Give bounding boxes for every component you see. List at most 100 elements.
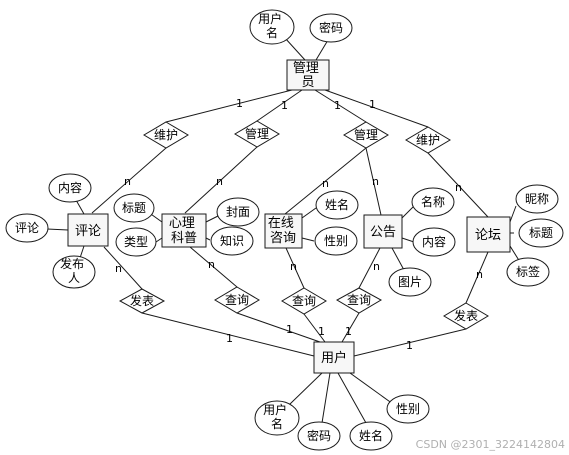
edge-maintain-comment	[91, 147, 167, 214]
attr-forum-title: 标题	[518, 218, 564, 248]
entity-admin[interactable]: 管理 员	[286, 59, 330, 91]
attr-forum-title-label: 标题	[529, 226, 553, 240]
attr-psych-cover-ellipse	[216, 197, 260, 227]
card-publish-user-right-1: 1	[406, 339, 413, 352]
entity-comment-box	[67, 213, 109, 247]
card-consult-query-n: n	[290, 260, 297, 273]
attr-forum-tag-label: 标签	[516, 264, 540, 279]
edge-admin-maintain-forum	[324, 89, 429, 128]
edge-forum-publish	[465, 251, 489, 304]
edge-user-username	[289, 372, 323, 405]
edge-maintain-forum	[427, 152, 489, 218]
rel-manage-psych-label: 管理	[245, 126, 269, 141]
attr-psych-title-ellipse	[113, 193, 155, 223]
attr-user-gender-ellipse	[386, 394, 430, 424]
attr-notice-name-label: 名称	[421, 194, 445, 209]
attr-user-password: 密码	[297, 421, 341, 451]
attr-admin-username-label: 用户 名	[258, 11, 286, 40]
edge-query-consult-user	[303, 313, 326, 343]
rel-publish-comment[interactable]: 发表	[118, 288, 166, 314]
edge-publish-user-left	[141, 312, 315, 357]
attr-user-name: 姓名	[349, 421, 393, 451]
rel-publish-comment-diamond	[118, 288, 166, 314]
attr-user-password-label: 密码	[307, 428, 331, 443]
attr-comment-content: 内容	[48, 173, 92, 203]
edge-forum-nickname	[509, 205, 517, 223]
rel-maintain-forum-label: 维护	[416, 133, 440, 147]
rel-manage-psych[interactable]: 管理	[234, 120, 280, 148]
edge-psych-knowledge	[205, 237, 211, 241]
watermark: CSDN @2301_3224142804	[416, 438, 565, 451]
rel-query-psych-label: 查询	[225, 293, 249, 307]
edge-user-password	[321, 372, 331, 424]
rel-manage-consult-notice[interactable]: 管理	[343, 121, 389, 149]
attr-comment-publisher-ellipse	[52, 255, 96, 289]
card-admin-maintain-forum: 1	[369, 98, 376, 111]
rel-query-consult[interactable]: 查询	[281, 287, 327, 315]
edge-comment-content	[75, 199, 85, 215]
entity-admin-label-line1: 管理	[293, 61, 319, 76]
card-maintain-comment-n: n	[124, 175, 131, 188]
card-manage-notice-n: n	[372, 175, 379, 188]
attr-comment-comment-ellipse	[5, 213, 49, 243]
attr-notice-image-ellipse	[388, 267, 432, 297]
rel-manage-consult-notice-label: 管理	[354, 127, 378, 142]
rel-query-consult-diamond	[281, 287, 327, 315]
entity-consult[interactable]: 在线 咨询	[264, 213, 303, 249]
edge-user-gender	[349, 372, 394, 405]
rel-maintain-forum[interactable]: 维护	[405, 126, 451, 154]
attr-psych-type-label: 类型	[124, 235, 148, 249]
attr-psych-cover-label: 封面	[226, 205, 250, 219]
cardinalities: 1 1 1 1 n n n n n n n n n n 1 1 1 1 1	[115, 97, 483, 352]
attr-comment-publisher-label: 发布 人	[60, 256, 88, 285]
attr-notice-image-label: 图片	[398, 275, 422, 289]
rel-maintain-comment[interactable]: 维护	[143, 121, 189, 149]
card-notice-query-n: n	[373, 260, 380, 273]
card-query-psych-user-1: 1	[286, 323, 293, 336]
edge-manage-notice	[365, 147, 382, 216]
card-forum-publish-n: n	[476, 268, 483, 281]
entity-consult-box	[264, 213, 303, 249]
card-psych-query-n: n	[208, 258, 215, 271]
rel-publish-forum-diamond	[443, 302, 489, 330]
attr-notice-name: 名称	[411, 187, 455, 217]
rel-publish-forum-label: 发表	[454, 308, 478, 323]
entity-psych[interactable]: 心理 科普	[161, 213, 207, 248]
attr-psych-knowledge: 知识	[210, 226, 254, 256]
edge-consult-name	[301, 207, 317, 219]
rel-publish-forum[interactable]: 发表	[443, 302, 489, 330]
entity-comment[interactable]: 评论	[67, 213, 109, 247]
card-admin-manage-psych: 1	[281, 99, 288, 112]
rel-query-psych[interactable]: 查询	[214, 286, 260, 314]
rel-maintain-comment-label: 维护	[154, 128, 178, 142]
edge-user-name	[337, 372, 367, 424]
attr-forum-nickname-ellipse	[515, 184, 559, 214]
attr-notice-content-label: 内容	[422, 234, 446, 249]
entity-consult-label-line1: 在线	[268, 216, 294, 231]
attr-admin-username-line2: 名	[266, 25, 278, 40]
attr-psych-title-label: 标题	[122, 201, 146, 215]
attr-admin-username-ellipse	[249, 9, 295, 45]
attr-notice-content-ellipse	[412, 227, 456, 257]
entity-admin-label: 管理 员	[293, 61, 323, 90]
attr-user-username-line2: 名	[271, 416, 283, 431]
entity-psych-label-line1: 心理	[169, 216, 195, 231]
edge-admin-manage-psych	[256, 89, 303, 122]
attr-user-gender-label: 性别	[396, 402, 420, 416]
entity-notice[interactable]: 公告	[363, 214, 403, 249]
attr-consult-name-label: 姓名	[325, 197, 349, 212]
attr-user-username-ellipse	[254, 400, 300, 436]
attr-user-gender: 性别	[386, 394, 430, 424]
rel-query-notice[interactable]: 查询	[335, 287, 383, 314]
edge-admin-manage-consult	[314, 89, 367, 123]
card-manage-psych-n: n	[216, 175, 223, 188]
attr-user-name-label: 姓名	[359, 428, 383, 443]
entity-forum[interactable]: 论坛	[466, 216, 511, 253]
entity-user[interactable]: 用户	[313, 341, 355, 374]
attr-user-name-ellipse	[349, 421, 393, 451]
attr-forum-nickname-label: 昵称	[525, 192, 549, 206]
edge-notice-query	[358, 247, 381, 289]
attr-notice-content: 内容	[412, 227, 456, 257]
entity-notice-label: 公告	[370, 225, 396, 240]
